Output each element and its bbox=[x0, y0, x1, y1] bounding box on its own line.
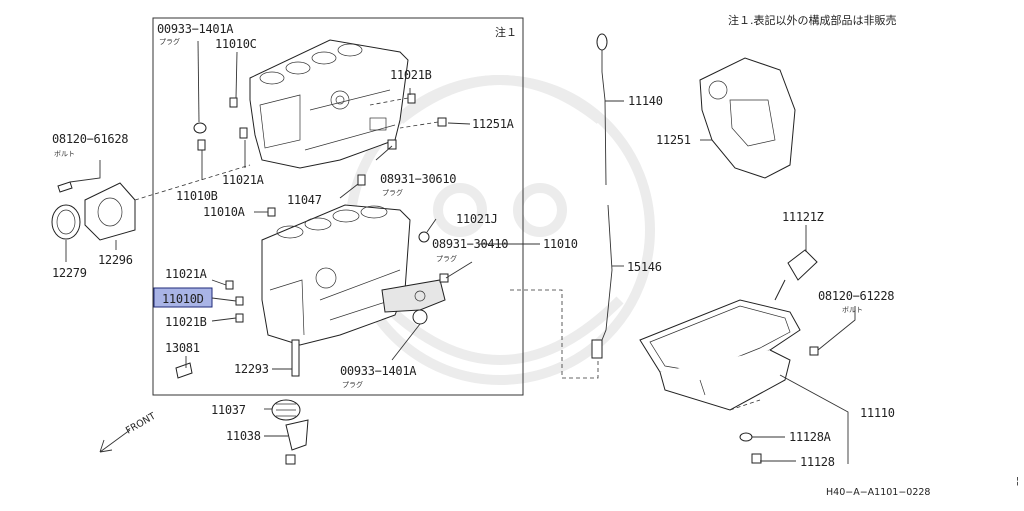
oil-dipstick-drawing[interactable] bbox=[591, 33, 613, 359]
watermark-emblem bbox=[345, 75, 655, 385]
part-label-11021a-top[interactable]: 11021A bbox=[222, 173, 265, 187]
part-label-11021j[interactable]: 11021J bbox=[456, 212, 498, 226]
part-label-11251a[interactable]: 11251A bbox=[472, 117, 515, 131]
part-label-00933-1401a-top[interactable]: 00933−1401A bbox=[157, 22, 235, 36]
assembly-dashed-lines bbox=[134, 97, 761, 411]
part-label-15146[interactable]: 15146 bbox=[627, 260, 662, 274]
edge-mark: ¦ bbox=[1016, 476, 1019, 487]
part-label-11047[interactable]: 11047 bbox=[287, 193, 322, 207]
rear-end-plate-drawing[interactable] bbox=[699, 57, 796, 179]
part-label-11121z[interactable]: 11121Z bbox=[782, 210, 824, 224]
part-label-11010[interactable]: 11010 bbox=[543, 237, 578, 251]
part-sublabel-plug-top: プラグ bbox=[159, 37, 180, 46]
part-label-08931-30610[interactable]: 08931−30610 bbox=[380, 172, 457, 186]
part-sublabel-bolt-right: ボルト bbox=[842, 306, 863, 314]
part-label-12296[interactable]: 12296 bbox=[98, 253, 133, 267]
part-label-11037[interactable]: 11037 bbox=[211, 403, 246, 417]
part-label-00933-1401a-bottom[interactable]: 00933−1401A bbox=[340, 364, 418, 378]
selected-part-highlight bbox=[153, 287, 213, 308]
part-label-11128a[interactable]: 11128A bbox=[789, 430, 832, 444]
diagram-image-code: H40−A−A1101−0228 bbox=[826, 487, 930, 498]
part-label-11140[interactable]: 11140 bbox=[628, 94, 663, 108]
lower-cylinder-block-drawing[interactable] bbox=[261, 204, 446, 346]
part-label-11038[interactable]: 11038 bbox=[226, 429, 261, 443]
part-label-11128[interactable]: 11128 bbox=[800, 455, 835, 469]
part-label-11251[interactable]: 11251 bbox=[656, 133, 691, 147]
part-label-11110[interactable]: 11110 bbox=[860, 406, 895, 420]
part-label-11010d[interactable]: 11010D bbox=[162, 292, 204, 306]
sealant-tube-drawing[interactable] bbox=[774, 249, 818, 301]
leader-lines bbox=[65, 40, 856, 464]
small-parts-drawing bbox=[175, 93, 449, 379]
part-label-11010b[interactable]: 11010B bbox=[176, 189, 218, 203]
part-label-11010a[interactable]: 11010A bbox=[203, 205, 246, 219]
oil-pan-drawing[interactable] bbox=[639, 299, 801, 411]
part-label-11010c[interactable]: 11010C bbox=[215, 37, 257, 51]
part-sublabel-bolt-left: ボルト bbox=[54, 150, 75, 158]
part-sublabel-plug-mid: プラグ bbox=[382, 188, 403, 197]
part-label-11021b-bottom[interactable]: 11021B bbox=[165, 315, 207, 329]
upper-cylinder-block-drawing[interactable] bbox=[249, 39, 409, 169]
part-label-12279[interactable]: 12279 bbox=[52, 266, 87, 280]
front-direction-arrow: FRONT bbox=[99, 411, 158, 453]
part-label-13081[interactable]: 13081 bbox=[165, 341, 200, 355]
front-label: FRONT bbox=[124, 411, 158, 437]
part-sublabel-plug-bottom: プラグ bbox=[342, 380, 363, 389]
part-label-08931-30410[interactable]: 08931−30410 bbox=[432, 237, 509, 251]
rear-oil-seal-drawing[interactable] bbox=[51, 181, 136, 241]
drain-plug-drawing[interactable] bbox=[739, 346, 819, 464]
part-label-11021a-bottom[interactable]: 11021A bbox=[165, 267, 208, 281]
part-label-11021b-top[interactable]: 11021B bbox=[390, 68, 432, 82]
note-non-sale-parts: 注１.表記以外の構成部品は非販売 bbox=[728, 13, 897, 27]
lower-bracket-drawing[interactable] bbox=[271, 399, 309, 465]
part-label-08120-61228[interactable]: 08120−61228 bbox=[818, 289, 895, 303]
box-note-marker: 注１ bbox=[495, 25, 517, 39]
part-label-08120-61628[interactable]: 08120−61628 bbox=[52, 132, 129, 146]
block-assembly-frame bbox=[152, 17, 524, 396]
part-sublabel-plug-right: プラグ bbox=[436, 254, 457, 263]
part-label-12293[interactable]: 12293 bbox=[234, 362, 269, 376]
